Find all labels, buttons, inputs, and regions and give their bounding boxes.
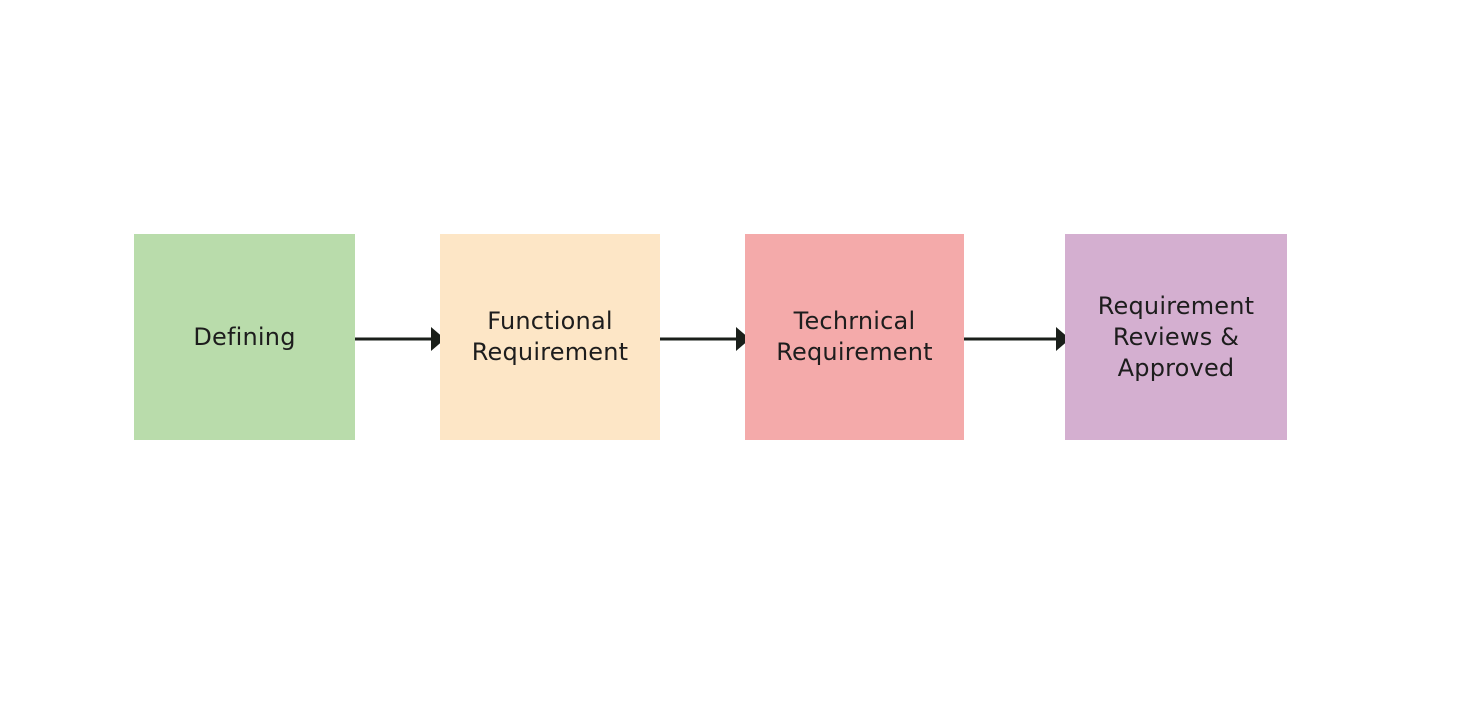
arrow-2: [660, 326, 750, 352]
step-label: Requirement Reviews & Approved: [1097, 291, 1255, 382]
step-label: Functional Requirement: [471, 307, 629, 366]
step-technical-requirement: Techrnical Requirement: [745, 234, 964, 440]
step-label: Defining: [193, 322, 296, 351]
arrow-1: [355, 326, 445, 352]
step-functional-requirement: Functional Requirement: [440, 234, 660, 440]
step-label: Techrnical Requirement: [776, 307, 933, 366]
step-requirement-reviews-approved: Requirement Reviews & Approved: [1065, 234, 1287, 440]
step-defining: Defining: [134, 234, 355, 440]
arrow-3: [964, 326, 1070, 352]
